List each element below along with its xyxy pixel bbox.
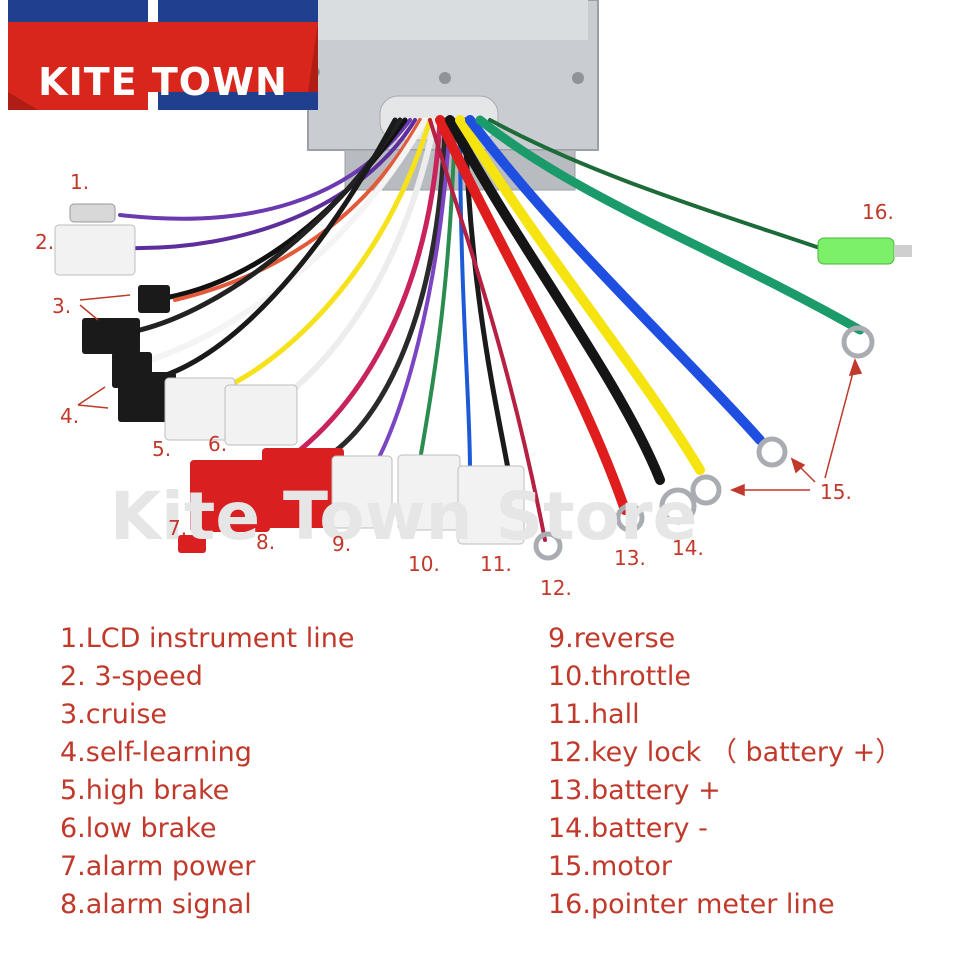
callout-14: 14. bbox=[672, 536, 704, 560]
legend-item-hall: 11.hall bbox=[548, 699, 640, 730]
brand-banner: KITE TOWN bbox=[8, 0, 318, 120]
legend-item-reverse: 9.reverse bbox=[548, 623, 676, 654]
legend-right: 9.reverse 10.throttle 11.hall 12.key loc… bbox=[548, 620, 902, 924]
callout-11: 11. bbox=[480, 552, 512, 576]
legend-item-key-lock: 12.key lock （ battery +） bbox=[548, 737, 903, 768]
ring-terminals bbox=[533, 325, 875, 561]
callout-7: 7. bbox=[168, 516, 188, 540]
brand-name: KITE TOWN bbox=[38, 60, 288, 104]
callout-9: 9. bbox=[332, 532, 352, 556]
callout-10: 10. bbox=[408, 552, 440, 576]
brand-flag-icon bbox=[8, 0, 318, 110]
callout-5: 5. bbox=[152, 437, 172, 461]
legend-item-high-brake: 5.high brake bbox=[60, 775, 230, 806]
legend-item-cruise: 3.cruise bbox=[60, 699, 167, 730]
legend-item-3-speed: 2. 3-speed bbox=[60, 661, 203, 692]
callout-arrows bbox=[77, 294, 863, 497]
callout-4: 4. bbox=[60, 404, 80, 428]
legend-item-motor: 15.motor bbox=[548, 851, 672, 882]
controller-wiring-illustration bbox=[54, 0, 912, 561]
callout-3: 3. bbox=[52, 294, 72, 318]
callout-15: 15. bbox=[820, 480, 852, 504]
legend-item-low-brake: 6.low brake bbox=[60, 813, 217, 844]
legend-item-alarm-power: 7.alarm power bbox=[60, 851, 256, 882]
connectors bbox=[54, 203, 912, 553]
wire-bundle bbox=[118, 115, 865, 542]
callout-16: 16. bbox=[862, 200, 894, 224]
legend-item-throttle: 10.throttle bbox=[548, 661, 691, 692]
callout-13: 13. bbox=[614, 546, 646, 570]
callout-12: 12. bbox=[540, 576, 572, 600]
callout-6: 6. bbox=[208, 432, 228, 456]
legend-item-lcd-instrument-line: 1.LCD instrument line bbox=[60, 623, 355, 654]
watermark: Kite Town Store bbox=[110, 478, 698, 555]
legend-item-battery-plus: 13.battery + bbox=[548, 775, 721, 806]
callout-8: 8. bbox=[256, 530, 276, 554]
legend-left: 1.LCD instrument line 2. 3-speed 3.cruis… bbox=[60, 620, 354, 924]
legend-item-alarm-signal: 8.alarm signal bbox=[60, 889, 252, 920]
legend-item-battery-minus: 14.battery - bbox=[548, 813, 708, 844]
legend-item-self-learning: 4.self-learning bbox=[60, 737, 252, 768]
legend-item-pointer-meter-line: 16.pointer meter line bbox=[548, 889, 835, 920]
callout-1: 1. bbox=[70, 170, 90, 194]
callout-2: 2. bbox=[35, 230, 55, 254]
